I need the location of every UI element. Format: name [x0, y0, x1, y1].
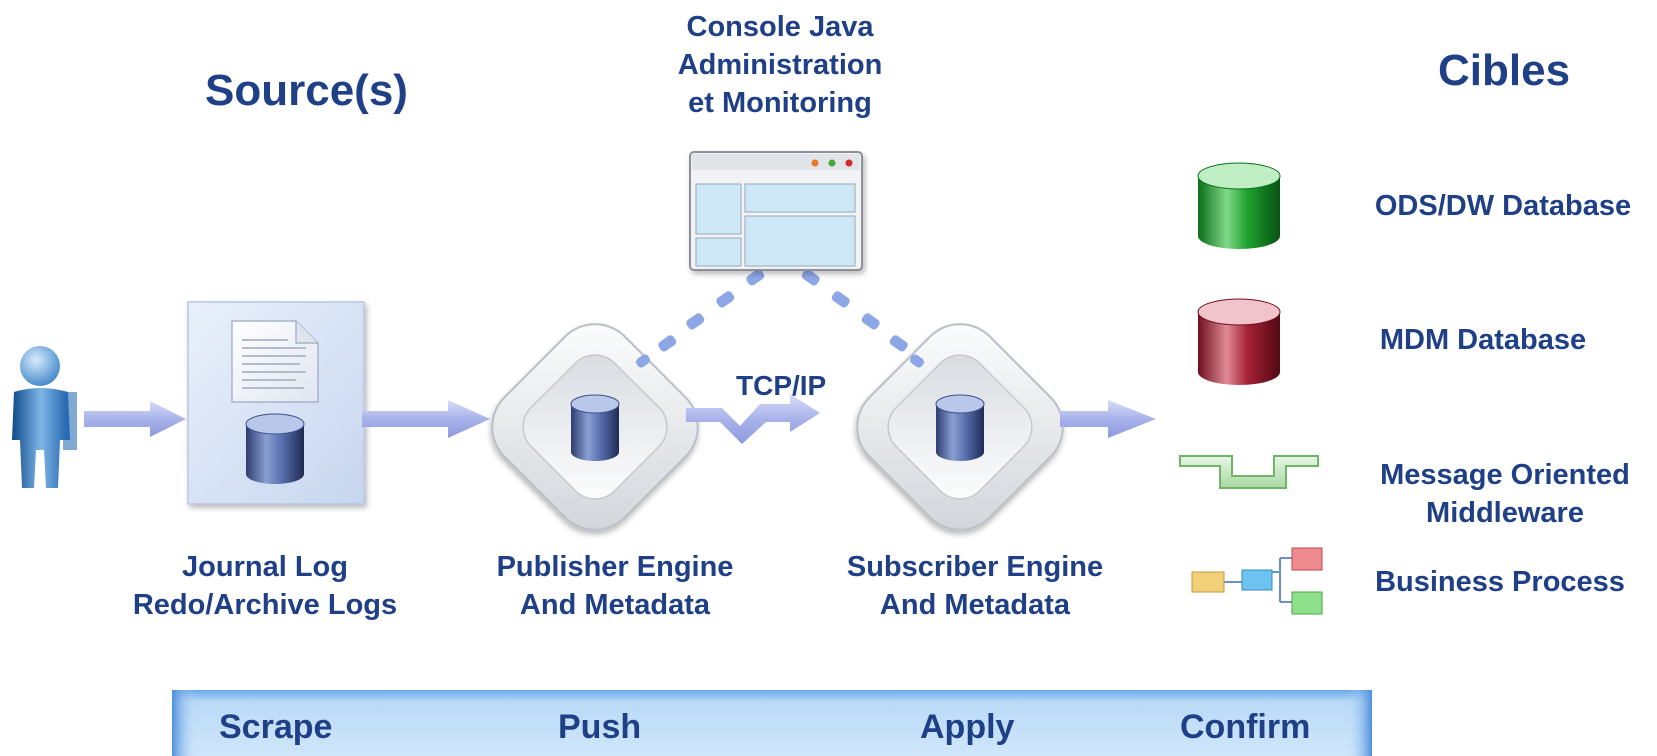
publisher-engine-label: Publisher Engine And Metadata: [470, 548, 760, 624]
target-mdm-label: MDM Database: [1379, 324, 1587, 356]
console-connector-right: [801, 269, 925, 368]
console-label-line2: Administration: [677, 49, 883, 81]
database-icon: [570, 394, 620, 461]
red-database-icon: [1197, 298, 1281, 385]
arrow-journal-to-publisher: [362, 400, 490, 438]
step-push: Push: [558, 708, 642, 746]
document-icon: [231, 320, 319, 403]
console-label-line1: Console Java: [686, 11, 874, 43]
journal-log-icon: [187, 301, 365, 505]
source-title: Source(s): [205, 66, 408, 115]
database-icon: [935, 394, 985, 461]
journal-log-label: Journal Log Redo/Archive Logs: [100, 548, 430, 624]
console-window-icon: [689, 151, 863, 271]
target-middleware-label-line1: Message Oriented: [1380, 459, 1630, 491]
target-business-process-label: Business Process: [1375, 566, 1625, 598]
tcpip-label: TCP/IP: [736, 370, 827, 401]
subscriber-engine-label-line2: And Metadata: [879, 589, 1071, 621]
user-icon: [12, 346, 77, 488]
target-ods-dw-label: ODS/DW Database: [1374, 190, 1632, 222]
step-confirm: Confirm: [1180, 708, 1311, 746]
middleware-pipe-icon: [1179, 455, 1319, 489]
journal-log-label-line1: Journal Log: [182, 551, 348, 583]
console-label: Console Java Administration et Monitorin…: [650, 8, 910, 122]
arrow-subscriber-to-targets: [1060, 400, 1156, 438]
step-scrape: Scrape: [219, 708, 333, 746]
arrow-user-to-journal: [84, 401, 186, 437]
tcpip-connection-arrow: [686, 394, 820, 444]
publisher-engine-icon: [491, 323, 699, 531]
target-middleware-label: Message Oriented Middleware: [1360, 456, 1650, 532]
business-process-icon: [1191, 547, 1323, 615]
subscriber-engine-label: Subscriber Engine And Metadata: [820, 548, 1130, 624]
target-middleware-label-line2: Middleware: [1426, 497, 1584, 529]
journal-log-label-line2: Redo/Archive Logs: [132, 589, 398, 621]
database-icon: [245, 413, 305, 484]
subscriber-engine-icon: [856, 323, 1064, 531]
console-label-line3: et Monitoring: [688, 87, 872, 119]
green-database-icon: [1197, 162, 1281, 249]
console-connector-left: [635, 269, 765, 368]
publisher-engine-label-line1: Publisher Engine: [496, 551, 734, 583]
publisher-engine-label-line2: And Metadata: [519, 589, 711, 621]
targets-title: Cibles: [1438, 46, 1571, 95]
subscriber-engine-label-line1: Subscriber Engine: [846, 551, 1104, 583]
process-steps-bar: [172, 690, 1372, 756]
step-apply: Apply: [920, 708, 1015, 746]
